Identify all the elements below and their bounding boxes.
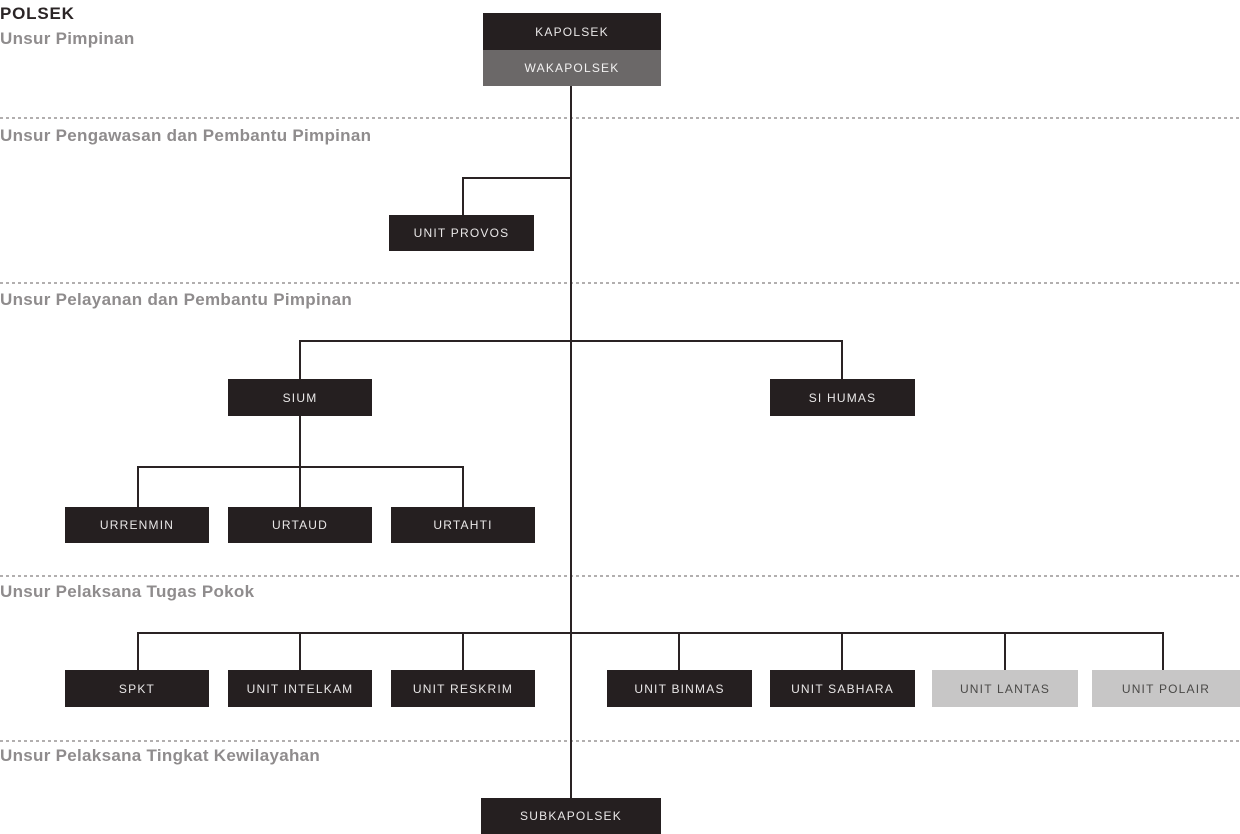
section-separator [0, 117, 1240, 119]
section-heading-pelaksana-kewilayahan: Unsur Pelaksana Tingkat Kewilayahan [0, 746, 321, 765]
org-node-unit-binmas: UNIT BINMAS [607, 670, 752, 707]
org-node-si-humas: SI HUMAS [770, 379, 915, 416]
section-heading-pelayanan: Unsur Pelayanan dan Pembantu Pimpinan [0, 290, 353, 309]
connector-line-lantas-drop [1004, 632, 1006, 670]
section-separator [0, 575, 1240, 577]
connector-line-row2-h [299, 340, 843, 342]
page-title: POLSEK [0, 4, 75, 23]
org-node-unit-reskrim: UNIT RESKRIM [391, 670, 535, 707]
org-node-urtaud: URTAUD [228, 507, 372, 543]
connector-line-binmas-drop [678, 632, 680, 670]
connector-line-intelkam-drop [299, 632, 301, 670]
connector-line-urrenmin-drop [137, 466, 139, 507]
connector-trunk-line [570, 86, 572, 798]
connector-line-sium-children-h [137, 466, 464, 468]
org-node-urrenmin: URRENMIN [65, 507, 209, 543]
connector-line-row4-h [137, 632, 1164, 634]
org-node-kapolsek: KAPOLSEK [483, 13, 661, 50]
section-heading-pelaksana-tugas-pokok: Unsur Pelaksana Tugas Pokok [0, 582, 255, 601]
connector-line-sabhara-drop [841, 632, 843, 670]
org-node-unit-lantas: UNIT LANTAS [932, 670, 1078, 707]
connector-line-sium-v [299, 416, 301, 507]
org-node-sium: SIUM [228, 379, 372, 416]
connector-line-provos-v [462, 177, 464, 215]
connector-line-urtahti-drop [462, 466, 464, 507]
connector-line-sihumas-drop [841, 340, 843, 379]
connector-line-spkt-drop [137, 632, 139, 670]
org-node-urtahti: URTAHTI [391, 507, 535, 543]
section-separator [0, 282, 1240, 284]
connector-line-polair-drop [1162, 632, 1164, 670]
connector-line-reskrim-drop [462, 632, 464, 670]
org-node-unit-polair: UNIT POLAIR [1092, 670, 1240, 707]
org-node-unit-provos: UNIT PROVOS [389, 215, 534, 251]
org-node-subkapolsek: SUBKAPOLSEK [481, 798, 661, 834]
org-node-wakapolsek: WAKAPOLSEK [483, 50, 661, 86]
org-node-spkt: SPKT [65, 670, 209, 707]
connector-line-sium-drop [299, 340, 301, 379]
org-node-unit-intelkam: UNIT INTELKAM [228, 670, 372, 707]
connector-line-provos-h [462, 177, 572, 179]
org-node-unit-sabhara: UNIT SABHARA [770, 670, 915, 707]
section-heading-pengawasan: Unsur Pengawasan dan Pembantu Pimpinan [0, 126, 372, 145]
section-separator [0, 740, 1240, 742]
section-heading-pimpinan: Unsur Pimpinan [0, 29, 135, 48]
